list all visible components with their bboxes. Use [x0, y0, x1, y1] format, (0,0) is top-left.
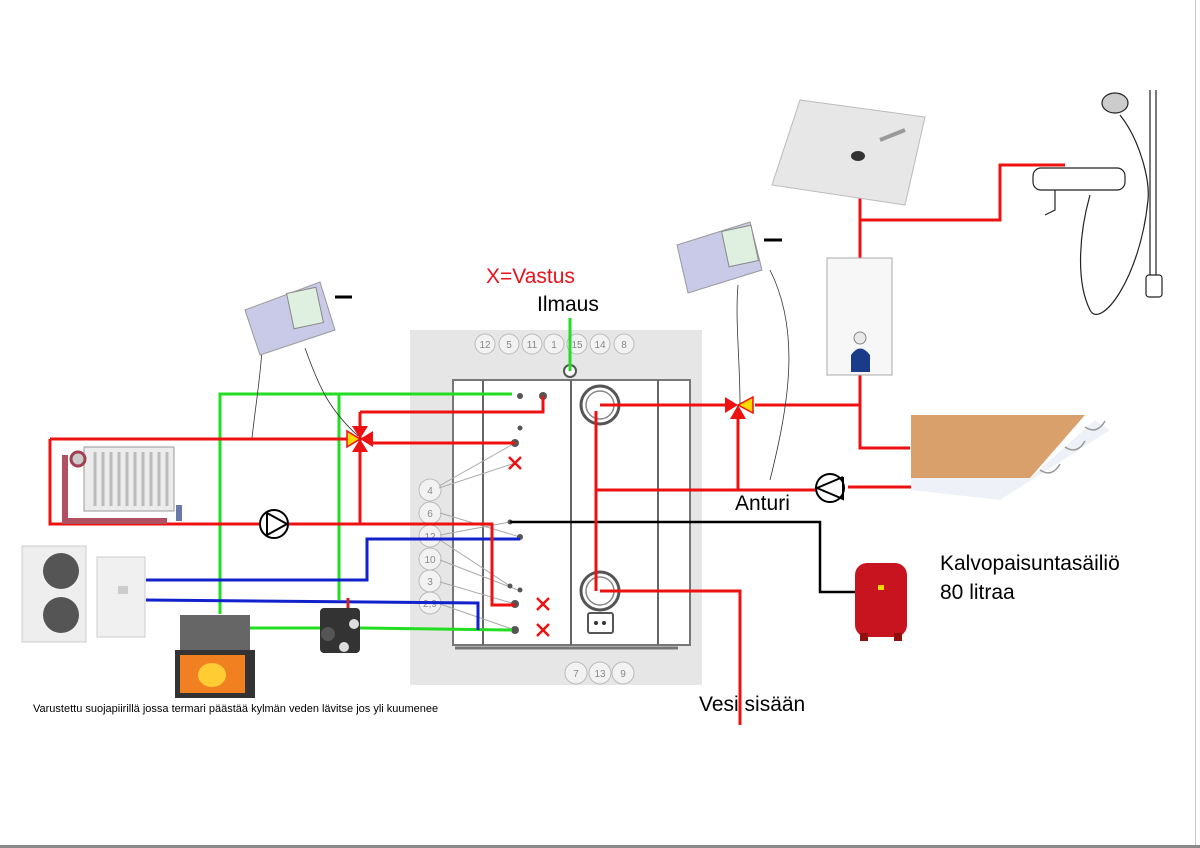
tank-number: 15 [571, 340, 583, 351]
load-unit [320, 598, 360, 653]
floor-heating [911, 415, 1110, 500]
expansion-line [510, 520, 878, 594]
tank-number: 4 [427, 486, 433, 497]
bottom-border [0, 845, 1200, 848]
sink [771, 99, 926, 206]
mixing-valve-right [725, 395, 754, 419]
tank-number: 7 [573, 669, 579, 680]
tank-number: 6 [427, 509, 433, 520]
radiator [62, 446, 182, 524]
shower [1032, 90, 1163, 315]
accumulator-tank [410, 330, 702, 685]
controller-right [676, 221, 782, 294]
tank-number: 10 [424, 555, 436, 566]
tank-numbers: 12 5 11 1 15 14 8 4 6 12 10 3 2,9 7 13 9 [423, 340, 627, 680]
pump-right [814, 473, 845, 503]
water-heater [826, 257, 893, 376]
fireplace-note: Varustettu suojapiirillä jossa termari p… [33, 703, 439, 715]
tank-number: 12 [479, 340, 491, 351]
expansion-tank-volume: 80 litraa [940, 581, 1015, 604]
hot-water-pipes [48, 163, 1065, 725]
resistor-note-label: X=Vastus [486, 265, 575, 288]
right-border [1195, 0, 1196, 848]
fireplace [175, 615, 255, 698]
sensor-label: Anturi [735, 492, 790, 515]
tank-number: 3 [427, 577, 433, 588]
heat-pump-pipes [145, 537, 520, 630]
resistor-markers [508, 456, 550, 637]
heat-pump-outdoor [21, 545, 87, 643]
expansion-tank-label: Kalvopaisuntasäiliö [940, 552, 1120, 575]
tank-number: 5 [506, 340, 512, 351]
tank-number: 8 [621, 340, 627, 351]
solid-fuel-pipes [218, 318, 572, 632]
mixing-valve-left [346, 426, 373, 452]
heat-pump-indoor [96, 556, 146, 638]
pump-left [259, 509, 290, 539]
tank-number: 9 [620, 669, 626, 680]
tank-number: 1 [551, 340, 557, 351]
tank-number: 11 [527, 340, 538, 351]
air-vent-label: Ilmaus [537, 293, 599, 316]
tank-number: 14 [594, 340, 606, 351]
tank-number: 13 [594, 669, 606, 680]
controller-left [244, 281, 352, 356]
water-in-label: Vesi sisään [699, 693, 806, 716]
expansion-tank [855, 563, 907, 641]
tank-number: 2,9 [423, 599, 437, 610]
